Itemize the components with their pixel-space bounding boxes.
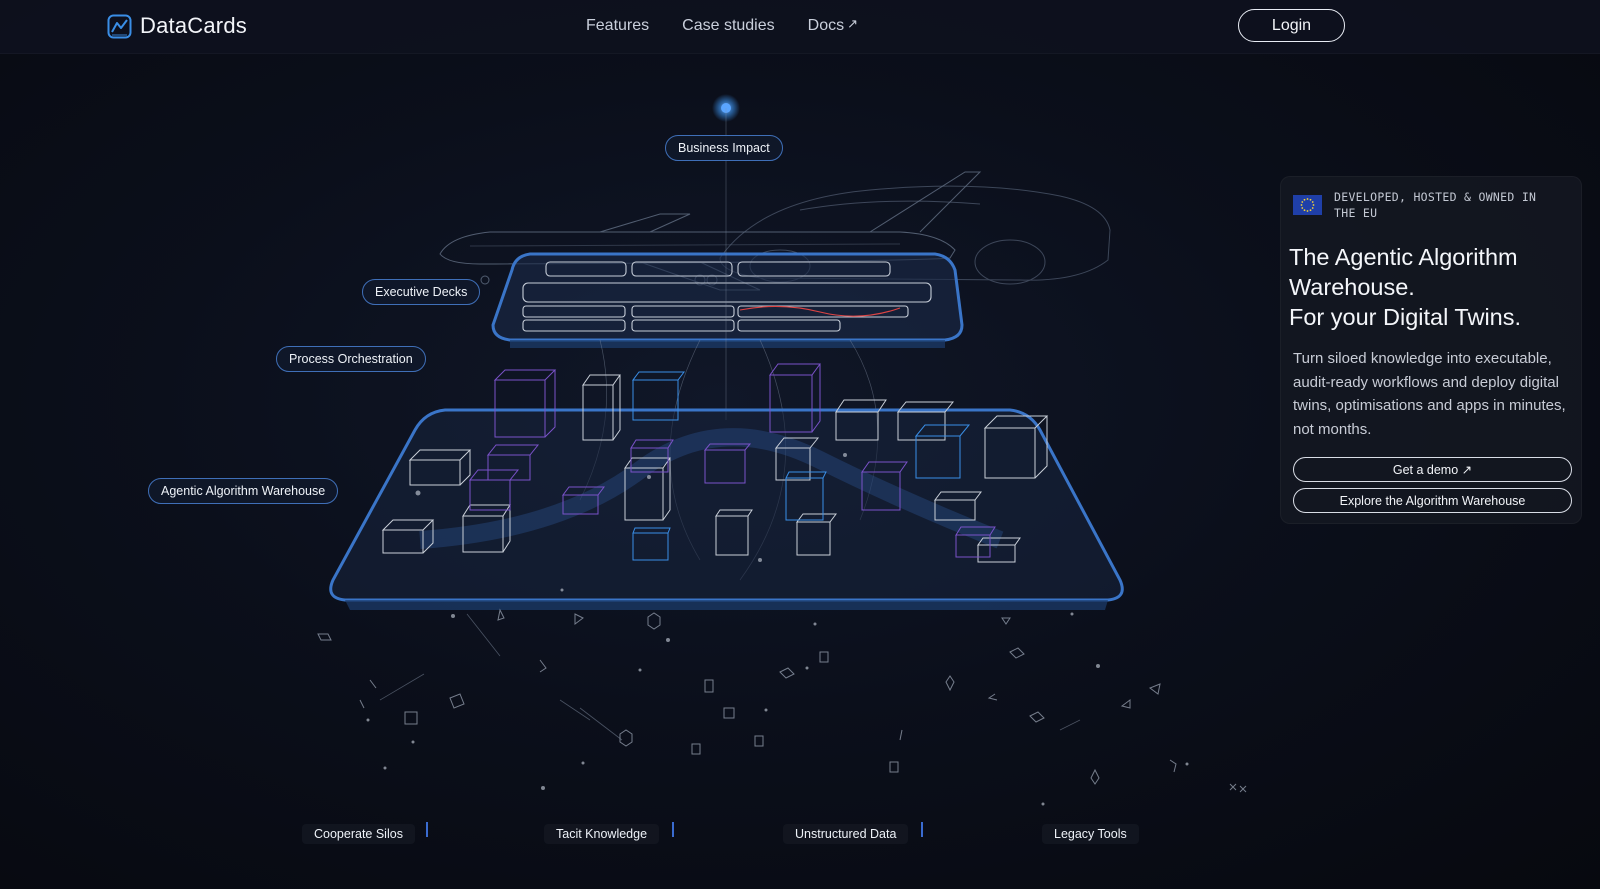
hero-illustration: Business Impact Executive Decks Process … bbox=[0, 54, 1600, 889]
main-nav: Features Case studies Docs ↗ bbox=[586, 16, 858, 35]
eu-badge-text: DEVELOPED, HOSTED & OWNED IN THE EU bbox=[1334, 190, 1537, 220]
eu-flag-icon bbox=[1293, 195, 1322, 215]
data-fragments bbox=[317, 608, 1247, 793]
layered-platform-diagram bbox=[317, 94, 1247, 806]
login-button[interactable]: Login bbox=[1238, 9, 1345, 42]
top-nav-bar: DataCards Features Case studies Docs ↗ L… bbox=[0, 0, 1600, 54]
nav-case-studies[interactable]: Case studies bbox=[682, 17, 775, 35]
source-label-cooperate-silos: Cooperate Silos bbox=[302, 824, 415, 844]
hero-description: Turn siloed knowledge into executable, a… bbox=[1293, 350, 1566, 438]
hero-title-line-1: The Agentic Algorithm Warehouse. bbox=[1289, 244, 1518, 300]
agentic-warehouse-platform bbox=[329, 408, 1124, 610]
eu-badge: DEVELOPED, HOSTED & OWNED IN THE EU bbox=[1293, 189, 1544, 221]
hero-info-panel: DEVELOPED, HOSTED & OWNED IN THE EU The … bbox=[1280, 176, 1582, 524]
source-separator bbox=[921, 822, 923, 837]
nav-docs[interactable]: Docs ↗ bbox=[807, 16, 858, 35]
algorithm-cubes bbox=[381, 363, 1049, 563]
brand-logo[interactable]: DataCards bbox=[107, 13, 247, 39]
nav-case-studies-label: Case studies bbox=[682, 17, 775, 34]
source-label-legacy-tools: Legacy Tools bbox=[1042, 824, 1139, 844]
hero-title-line-2: For your Digital Twins. bbox=[1289, 304, 1522, 330]
source-separator bbox=[426, 822, 428, 837]
label-business-impact: Business Impact bbox=[665, 135, 783, 161]
hero-title: The Agentic Algorithm Warehouse. For you… bbox=[1289, 242, 1579, 332]
label-executive-decks: Executive Decks bbox=[362, 279, 481, 305]
label-agentic-warehouse: Agentic Algorithm Warehouse bbox=[148, 478, 339, 504]
nav-features-label: Features bbox=[586, 17, 650, 34]
get-demo-button[interactable]: Get a demo ↗ bbox=[1293, 457, 1572, 482]
source-label-tacit-knowledge: Tacit Knowledge bbox=[544, 824, 660, 844]
source-label-unstructured-data: Unstructured Data bbox=[783, 824, 909, 844]
nav-docs-label: Docs bbox=[807, 17, 845, 34]
source-separator bbox=[672, 822, 674, 837]
nav-features[interactable]: Features bbox=[586, 17, 649, 35]
explore-warehouse-button[interactable]: Explore the Algorithm Warehouse bbox=[1293, 488, 1572, 513]
external-arrow-icon: ↗ bbox=[847, 16, 858, 31]
brand-name: DataCards bbox=[140, 13, 247, 38]
chart-square-icon bbox=[107, 14, 132, 38]
label-process-orchestration: Process Orchestration bbox=[276, 346, 426, 372]
executive-decks-platform bbox=[491, 252, 964, 348]
